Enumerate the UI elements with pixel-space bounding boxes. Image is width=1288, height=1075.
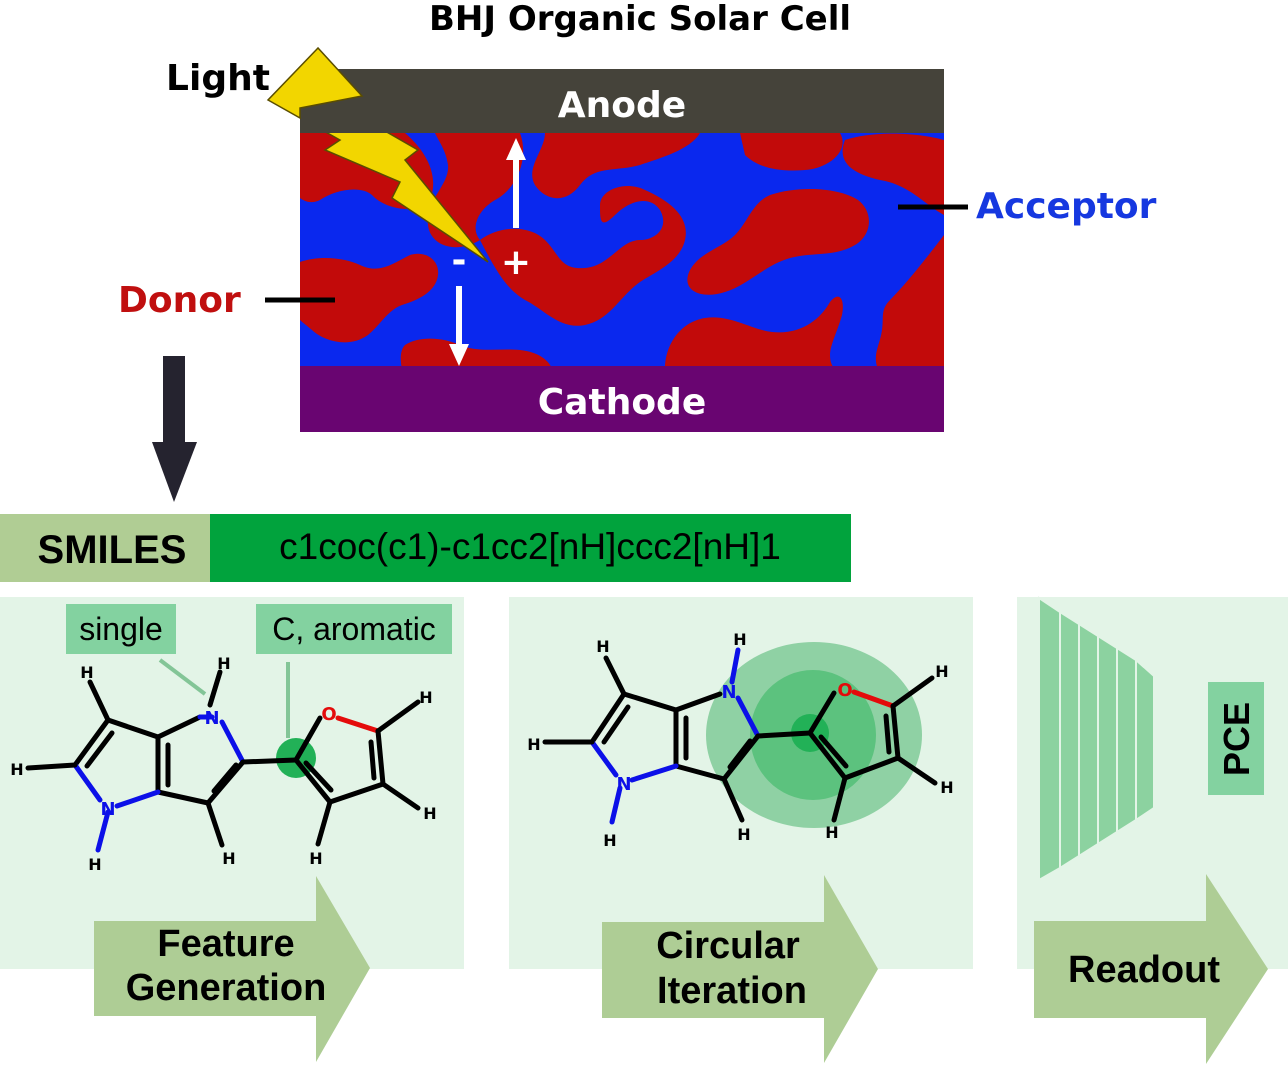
nitrogen-atom: N bbox=[721, 682, 736, 703]
nitrogen-atom: N bbox=[204, 708, 219, 729]
hydrogen-atom: H bbox=[88, 855, 101, 874]
lightning-bolt-tip bbox=[266, 46, 364, 120]
molecule-2-atoms: N N O H H H H H H H H bbox=[527, 630, 953, 850]
smiles-label: SMILES bbox=[38, 528, 187, 572]
feature-panel: single C, aromatic bbox=[10, 604, 452, 1062]
bond-tag-pointer bbox=[158, 658, 207, 696]
cathode-label: Cathode bbox=[538, 382, 706, 423]
donor-label: Donor bbox=[118, 280, 241, 321]
bond-tag: single bbox=[79, 611, 163, 647]
anode-label: Anode bbox=[558, 85, 686, 126]
hydrogen-atom: H bbox=[80, 663, 93, 682]
donor-phase bbox=[300, 133, 944, 369]
hole-arrow-up bbox=[506, 138, 526, 228]
electron-minus-sign: - bbox=[452, 240, 467, 281]
oxygen-atom: O bbox=[321, 704, 336, 725]
donor-domain bbox=[480, 185, 686, 326]
hydrogen-atom: H bbox=[940, 778, 953, 797]
circular-step-line2: Iteration bbox=[657, 970, 807, 1012]
hydrogen-atom: H bbox=[935, 662, 948, 681]
donor-domain bbox=[875, 235, 944, 369]
smiles-string-box bbox=[210, 514, 851, 582]
readout-panel: PCE Readout bbox=[1034, 596, 1268, 1064]
feature-panel-bg bbox=[0, 597, 464, 969]
solar-cell: Anode Cathode - + bbox=[118, 46, 1157, 432]
oxygen-atom: O bbox=[837, 680, 852, 701]
hydrogen-atom: H bbox=[423, 804, 436, 823]
bond-tag-box bbox=[66, 604, 176, 654]
readout-funnel bbox=[1038, 596, 1155, 882]
hydrogen-atom: H bbox=[603, 831, 616, 850]
anode-layer bbox=[300, 69, 944, 135]
lightning-bolt bbox=[323, 133, 489, 263]
hole-plus-sign: + bbox=[501, 242, 531, 283]
smiles-bar: SMILES c1coc(c1)-c1cc2[nH]ccc2[nH]1 bbox=[0, 514, 851, 582]
down-arrow bbox=[152, 356, 197, 502]
atom-tag: C, aromatic bbox=[272, 611, 436, 647]
electron-arrow-down bbox=[449, 286, 469, 366]
donor-domain bbox=[400, 338, 552, 369]
acceptor-label: Acceptor bbox=[976, 186, 1157, 227]
nitrogen-atom: N bbox=[616, 774, 631, 795]
donor-domain bbox=[842, 133, 944, 215]
hydrogen-atom: H bbox=[596, 637, 609, 656]
hydrogen-atom: H bbox=[419, 688, 432, 707]
molecule-1-bonds bbox=[25, 669, 421, 853]
donor-domain bbox=[300, 253, 439, 343]
smiles-string: c1coc(c1)-c1cc2[nH]ccc2[nH]1 bbox=[279, 526, 781, 567]
hydrogen-atom: H bbox=[222, 849, 235, 868]
atom-tag-box bbox=[256, 604, 452, 654]
circular-panel: N N O H H H H H H H H Circular Iteration bbox=[527, 630, 954, 1063]
circular-step-arrow bbox=[602, 875, 878, 1063]
readout-step-arrow bbox=[1034, 874, 1268, 1064]
hydrogen-atom: H bbox=[733, 630, 746, 649]
molecule-2-bonds bbox=[542, 647, 938, 825]
hydrogen-atom: H bbox=[825, 823, 838, 842]
circular-step-line1: Circular bbox=[656, 925, 800, 967]
light-label: Light bbox=[166, 58, 270, 99]
nitrogen-atom: N bbox=[100, 799, 115, 820]
hydrogen-atom: H bbox=[309, 849, 322, 868]
hydrogen-atom: H bbox=[527, 735, 540, 754]
hydrogen-atom: H bbox=[217, 654, 230, 673]
feature-step-line2: Generation bbox=[126, 967, 327, 1009]
pce-output-box bbox=[1208, 682, 1264, 795]
hydrogen-atom: H bbox=[10, 760, 23, 779]
molecule-1-atoms: N N O H H H H H H H H bbox=[10, 654, 436, 874]
active-layer bbox=[300, 133, 944, 369]
donor-domain bbox=[687, 188, 869, 295]
figure-title: BHJ Organic Solar Cell bbox=[429, 0, 851, 39]
hydrogen-atom: H bbox=[737, 825, 750, 844]
cathode-layer bbox=[300, 366, 944, 432]
donor-domain bbox=[665, 296, 843, 369]
smiles-label-box bbox=[0, 514, 212, 582]
donor-domain bbox=[532, 133, 700, 199]
donor-domain bbox=[740, 133, 843, 171]
feature-step-line1: Feature bbox=[157, 923, 294, 965]
readout-step-label: Readout bbox=[1068, 949, 1220, 991]
feature-step-arrow bbox=[94, 876, 370, 1062]
pce-output-label: PCE bbox=[1216, 702, 1257, 776]
